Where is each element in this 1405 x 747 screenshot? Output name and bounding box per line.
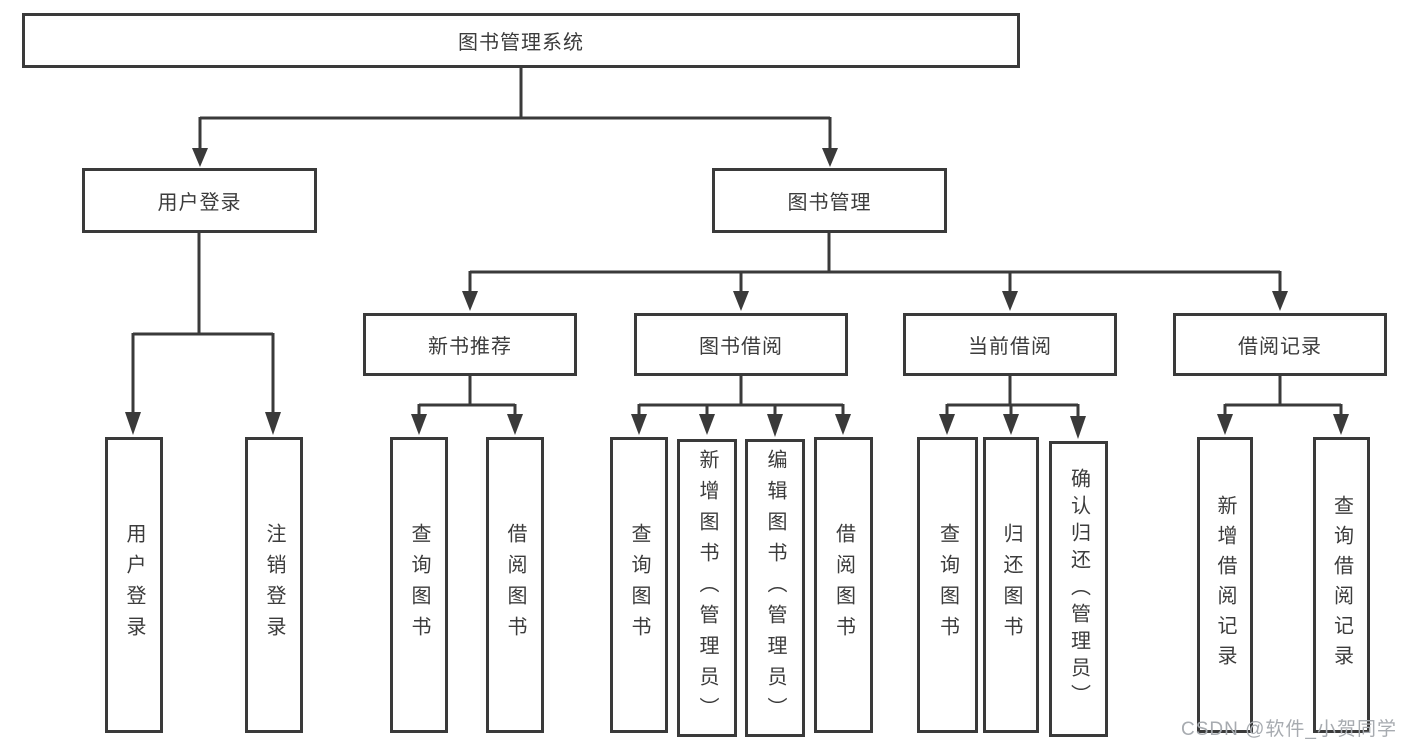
leaf-recommend-borrow-books: 借阅图书 bbox=[486, 437, 544, 733]
leaf-current-query-books: 查询图书 bbox=[917, 437, 978, 733]
connector-book-management-to-level3 bbox=[462, 233, 1288, 311]
node-root: 图书管理系统 bbox=[22, 13, 1020, 68]
watermark: CSDN @软件_小贺同学 bbox=[1181, 719, 1397, 740]
leaf-borrow-query-books: 查询图书 bbox=[610, 437, 668, 733]
leaf-query-borrow-record: 查询借阅记录 bbox=[1313, 437, 1370, 733]
node-current-borrow: 当前借阅 bbox=[903, 313, 1117, 376]
connector-borrow-record-to-leaves bbox=[1217, 376, 1349, 435]
leaf-borrow-books: 借阅图书 bbox=[814, 437, 873, 733]
node-borrow-record: 借阅记录 bbox=[1173, 313, 1387, 376]
leaf-add-books-admin: 新增图书（管理员） bbox=[677, 439, 737, 737]
node-new-book-recommend: 新书推荐 bbox=[363, 313, 577, 376]
leaf-logout: 注销登录 bbox=[245, 437, 303, 733]
connector-root-to-level2 bbox=[192, 68, 838, 167]
connector-current-borrow-to-leaves bbox=[939, 376, 1086, 439]
node-user-login: 用户登录 bbox=[82, 168, 317, 233]
leaf-user-login: 用户登录 bbox=[105, 437, 163, 733]
node-book-management: 图书管理 bbox=[712, 168, 947, 233]
leaf-edit-books-admin: 编辑图书（管理员） bbox=[745, 439, 805, 737]
node-book-borrow: 图书借阅 bbox=[634, 313, 848, 376]
connector-book-borrow-to-leaves bbox=[631, 376, 851, 437]
leaf-return-books: 归还图书 bbox=[983, 437, 1039, 733]
leaf-add-borrow-record: 新增借阅记录 bbox=[1197, 437, 1253, 733]
leaf-recommend-query-books: 查询图书 bbox=[390, 437, 448, 733]
connector-user-login-to-leaves bbox=[125, 233, 281, 435]
connector-new-book-recommend-to-leaves bbox=[411, 376, 523, 435]
leaf-confirm-return-admin: 确认归还（管理员） bbox=[1049, 441, 1108, 737]
